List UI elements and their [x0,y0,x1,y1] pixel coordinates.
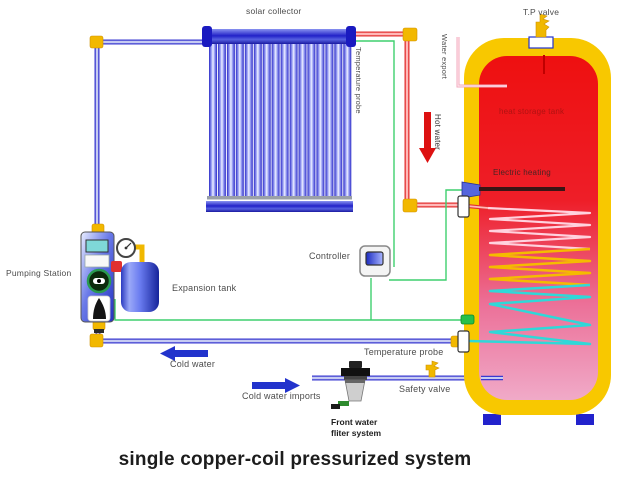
water-export-pipe [456,37,507,88]
expansion-tank [121,262,159,312]
cold-water-arrow [160,346,208,361]
solar-collector-label: solar collector [246,6,302,16]
tp-valve [528,13,554,49]
controller-screen [365,251,384,266]
hot-solar-pipe [350,31,462,208]
safety-valve-label: Safety valve [399,384,451,394]
safety-valve [425,360,440,378]
water-export-label: Water export [440,34,449,80]
heat-storage-tank [456,13,611,425]
heat-storage-tank-label: heat storage tank [499,107,565,116]
front-water-filter [331,361,370,409]
pumping-station [80,231,145,333]
cold-water-imports-label: Cold water imports [242,391,321,401]
cold-water-label: Cold water [170,359,216,369]
tank-foot-right [576,414,594,425]
controller [359,245,391,277]
solar-collector [202,26,356,212]
electric-heating-label: Electric heating [493,168,551,177]
filter-drain-valve [338,401,349,406]
tank-temperature-probe-label: Temperature probe [364,347,444,357]
hot-inlet-stub [466,204,489,210]
front-water-filter-label: Front water fliter system [331,417,381,438]
cold-return-pipe [95,325,455,344]
circulation-pump [86,268,112,294]
pressure-gauge [116,238,145,263]
solar-supply-pipe [94,39,207,231]
controller-label: Controller [309,251,351,261]
diagram-title: single copper-coil pressurized system [118,449,472,470]
front-water-filter-label-line1: Front water [331,417,378,427]
expansion-tank-label: Expansion tank [172,283,237,293]
pump-valve [111,261,122,272]
tp-valve-label: T.P valve [523,7,560,17]
pumping-station-label: Pumping Station [6,268,72,278]
tank-sensor-fitting [460,314,475,325]
collector-temperature-probe-label: Temperature probe [354,47,363,114]
electric-heater [461,181,565,199]
cold-water-imports-arrow [252,378,300,393]
hot-water-arrow [419,112,436,163]
copper-coil [467,206,592,346]
front-water-filter-label-line2: fliter system [331,427,382,438]
tank-foot-left [483,414,501,425]
collector-tubes [209,43,352,197]
sensor-wires [114,40,466,321]
pump-display [85,239,109,253]
hot-water-label: Hot water [433,114,442,151]
hot-inlet-fitting [457,195,470,218]
coil-outlet-fitting [457,330,470,353]
